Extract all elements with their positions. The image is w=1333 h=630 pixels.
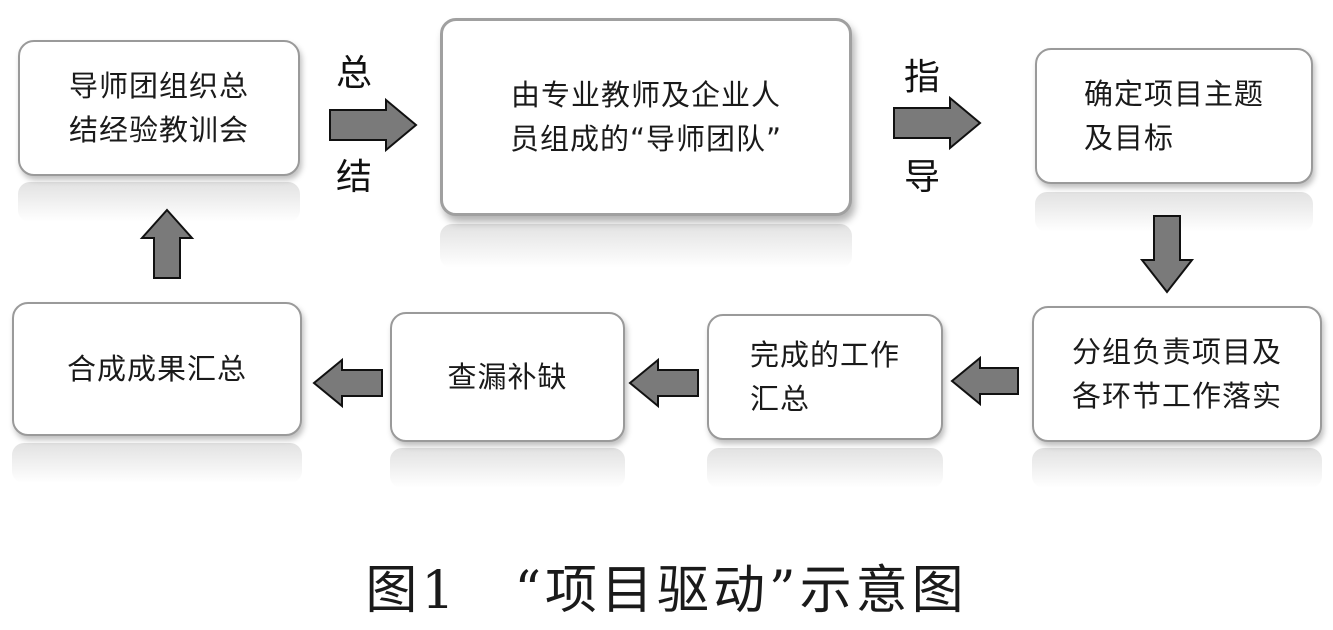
box-reflection	[390, 448, 625, 488]
box-reflection	[18, 182, 300, 222]
work-summary-text: 完成的工作 汇总	[749, 338, 900, 416]
mentor-team-box: 由专业教师及企业人 员组成的“导师团队”	[440, 18, 852, 216]
work-summary-box: 完成的工作 汇总	[707, 314, 943, 440]
mentor-summary-text: 导师团组织总 结经验教训会	[68, 69, 249, 147]
arrow-right-guide	[893, 95, 982, 151]
mentor-team-text: 由专业教师及企业人 员组成的“导师团队”	[509, 78, 783, 156]
merge-results-text: 合成成果汇总	[66, 352, 247, 386]
determine-topic-box: 确定项目主题 及目标	[1035, 48, 1313, 184]
group-tasks-text: 分组负责项目及 各环节工作落实	[1071, 335, 1282, 413]
summarize-label-top: 总	[336, 53, 373, 94]
guide-label-top: 指	[904, 57, 941, 98]
box-reflection	[12, 443, 302, 483]
group-tasks-box: 分组负责项目及 各环节工作落实	[1032, 306, 1322, 442]
figure-caption: 图1 “项目驱动”示意图	[365, 561, 968, 621]
merge-results-box: 合成成果汇总	[12, 302, 302, 436]
box-reflection	[440, 224, 852, 268]
arrow-up	[139, 208, 195, 279]
arrow-right-summarize	[329, 97, 418, 153]
guide-label-bottom: 导	[904, 157, 941, 198]
check-gaps-box: 查漏补缺	[390, 312, 625, 442]
summarize-label-bottom: 结	[336, 157, 373, 198]
mentor-summary-box: 导师团组织总 结经验教训会	[18, 40, 300, 176]
arrow-left-2	[628, 357, 699, 409]
arrow-down	[1139, 215, 1195, 294]
box-reflection	[707, 448, 943, 488]
determine-topic-text: 确定项目主题 及目标	[1083, 77, 1264, 155]
box-reflection	[1032, 448, 1322, 488]
arrow-left-1	[950, 355, 1019, 407]
arrow-left-3	[312, 357, 383, 409]
check-gaps-text: 查漏补缺	[447, 360, 568, 394]
